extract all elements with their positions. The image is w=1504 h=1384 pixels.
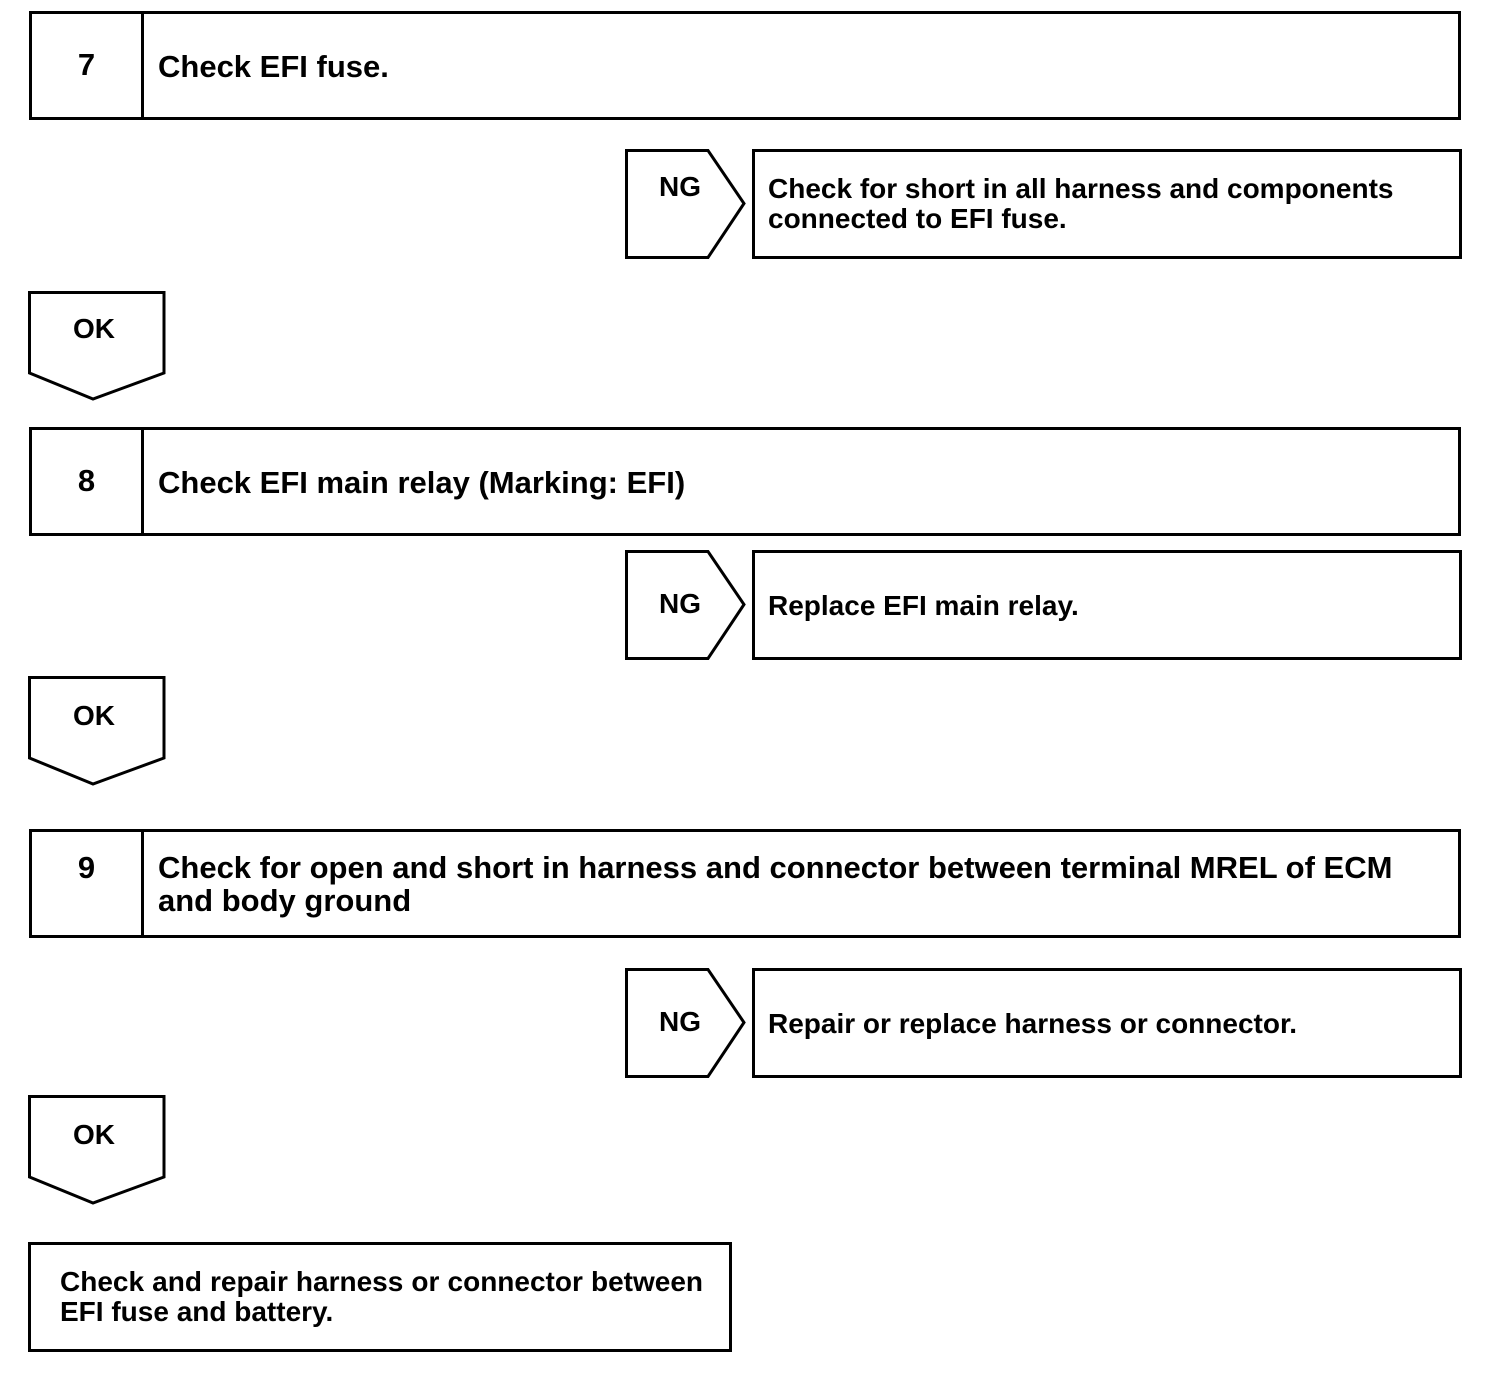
step-title: Check EFI main relay (Marking: EFI) — [158, 465, 686, 500]
ng-arrow-shape — [625, 968, 746, 1078]
ok-arrow-step-7: OK — [28, 291, 166, 401]
ok-arrow-step-9: OK — [28, 1095, 166, 1205]
ok-arrow-shape — [28, 291, 166, 401]
ng-arrow-step-9: NG — [625, 968, 747, 1078]
ok-arrow-shape — [28, 1095, 166, 1205]
ok-arrow-step-8: OK — [28, 676, 166, 786]
step-number: 8 — [32, 430, 144, 533]
ok-label: OK — [73, 313, 115, 344]
ng-action-text: Check for short in all harness and compo… — [768, 173, 1394, 234]
final-action-text: Check and repair harness or connector be… — [60, 1266, 703, 1327]
step-8-box: 8 Check EFI main relay (Marking: EFI) — [29, 427, 1461, 536]
step-title: Check for open and short in harness and … — [158, 850, 1393, 918]
ng-label: NG — [659, 588, 701, 619]
ok-arrow-shape — [28, 676, 166, 786]
step-title: Check EFI fuse. — [158, 49, 389, 84]
ng-label: NG — [659, 171, 701, 202]
ng-arrow-shape — [625, 550, 746, 660]
ng-action-text: Replace EFI main relay. — [768, 590, 1079, 621]
ok-label: OK — [73, 1119, 115, 1150]
step-number: 9 — [32, 832, 144, 935]
ng-arrow-step-7: NG — [625, 149, 747, 259]
step-number: 7 — [32, 14, 144, 117]
ng-arrow-step-8: NG — [625, 550, 747, 660]
ng-arrow-shape — [625, 149, 746, 259]
step-7-box: 7 Check EFI fuse. — [29, 11, 1461, 120]
ng-action-text: Repair or replace harness or connector. — [768, 1008, 1298, 1039]
ng-action-box-step-7: Check for short in all harness and compo… — [752, 149, 1462, 259]
ng-label: NG — [659, 1006, 701, 1037]
ng-action-box-step-8: Replace EFI main relay. — [752, 550, 1462, 660]
ng-action-box-step-9: Repair or replace harness or connector. — [752, 968, 1462, 1078]
ok-label: OK — [73, 700, 115, 731]
final-action-box: Check and repair harness or connector be… — [28, 1242, 732, 1352]
step-9-box: 9 Check for open and short in harness an… — [29, 829, 1461, 938]
